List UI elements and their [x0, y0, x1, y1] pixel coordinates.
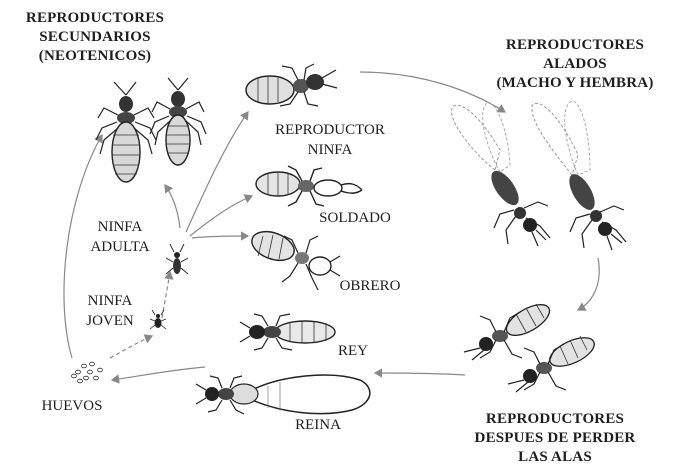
winged-reproducer-right — [532, 101, 626, 250]
label-secondary-reproducers: REPRODUCTORES SECUNDARIOS (NEOTENICOS) — [0, 9, 190, 66]
label-queen: REINA — [278, 415, 358, 435]
winged-reproducer-left — [452, 103, 550, 246]
label-reproductive-nymph: REPRODUCTOR NINFA — [255, 120, 405, 160]
label-dealate-reproducers: REPRODUCTORES DESPUES DE PERDER LAS ALAS — [450, 410, 660, 467]
egg-cluster — [72, 362, 103, 383]
worker-termite — [248, 226, 340, 290]
label-winged-reproducers: REPRODUCTORES ALADOS (MACHO Y HEMBRA) — [470, 36, 680, 93]
label-young-nymph: NINFA JOVEN — [65, 291, 155, 331]
arrow-dealate-to-queen — [375, 373, 465, 375]
queen-termite — [196, 375, 370, 414]
soldier-termite — [256, 166, 362, 206]
arrow-adult-to-worker — [192, 236, 248, 238]
neotenic-termite-left — [96, 82, 156, 182]
neotenic-termite-right — [150, 78, 206, 165]
label-adult-nymph: NINFA ADULTA — [70, 217, 170, 257]
arrow-queen-to-eggs — [112, 367, 205, 380]
dealate-reproducer-lower — [508, 332, 598, 392]
king-termite — [240, 314, 335, 350]
label-soldier: SOLDADO — [315, 208, 395, 228]
arrow-eggs-to-young-nymph — [110, 336, 152, 358]
reproductive-nymph-termite — [246, 64, 337, 106]
label-king: REY — [328, 341, 378, 361]
label-worker: OBRERO — [330, 276, 410, 296]
arrow-winged-to-dealate — [578, 258, 599, 310]
label-eggs: HUEVOS — [22, 396, 122, 416]
dealate-reproducer-upper — [464, 298, 554, 360]
